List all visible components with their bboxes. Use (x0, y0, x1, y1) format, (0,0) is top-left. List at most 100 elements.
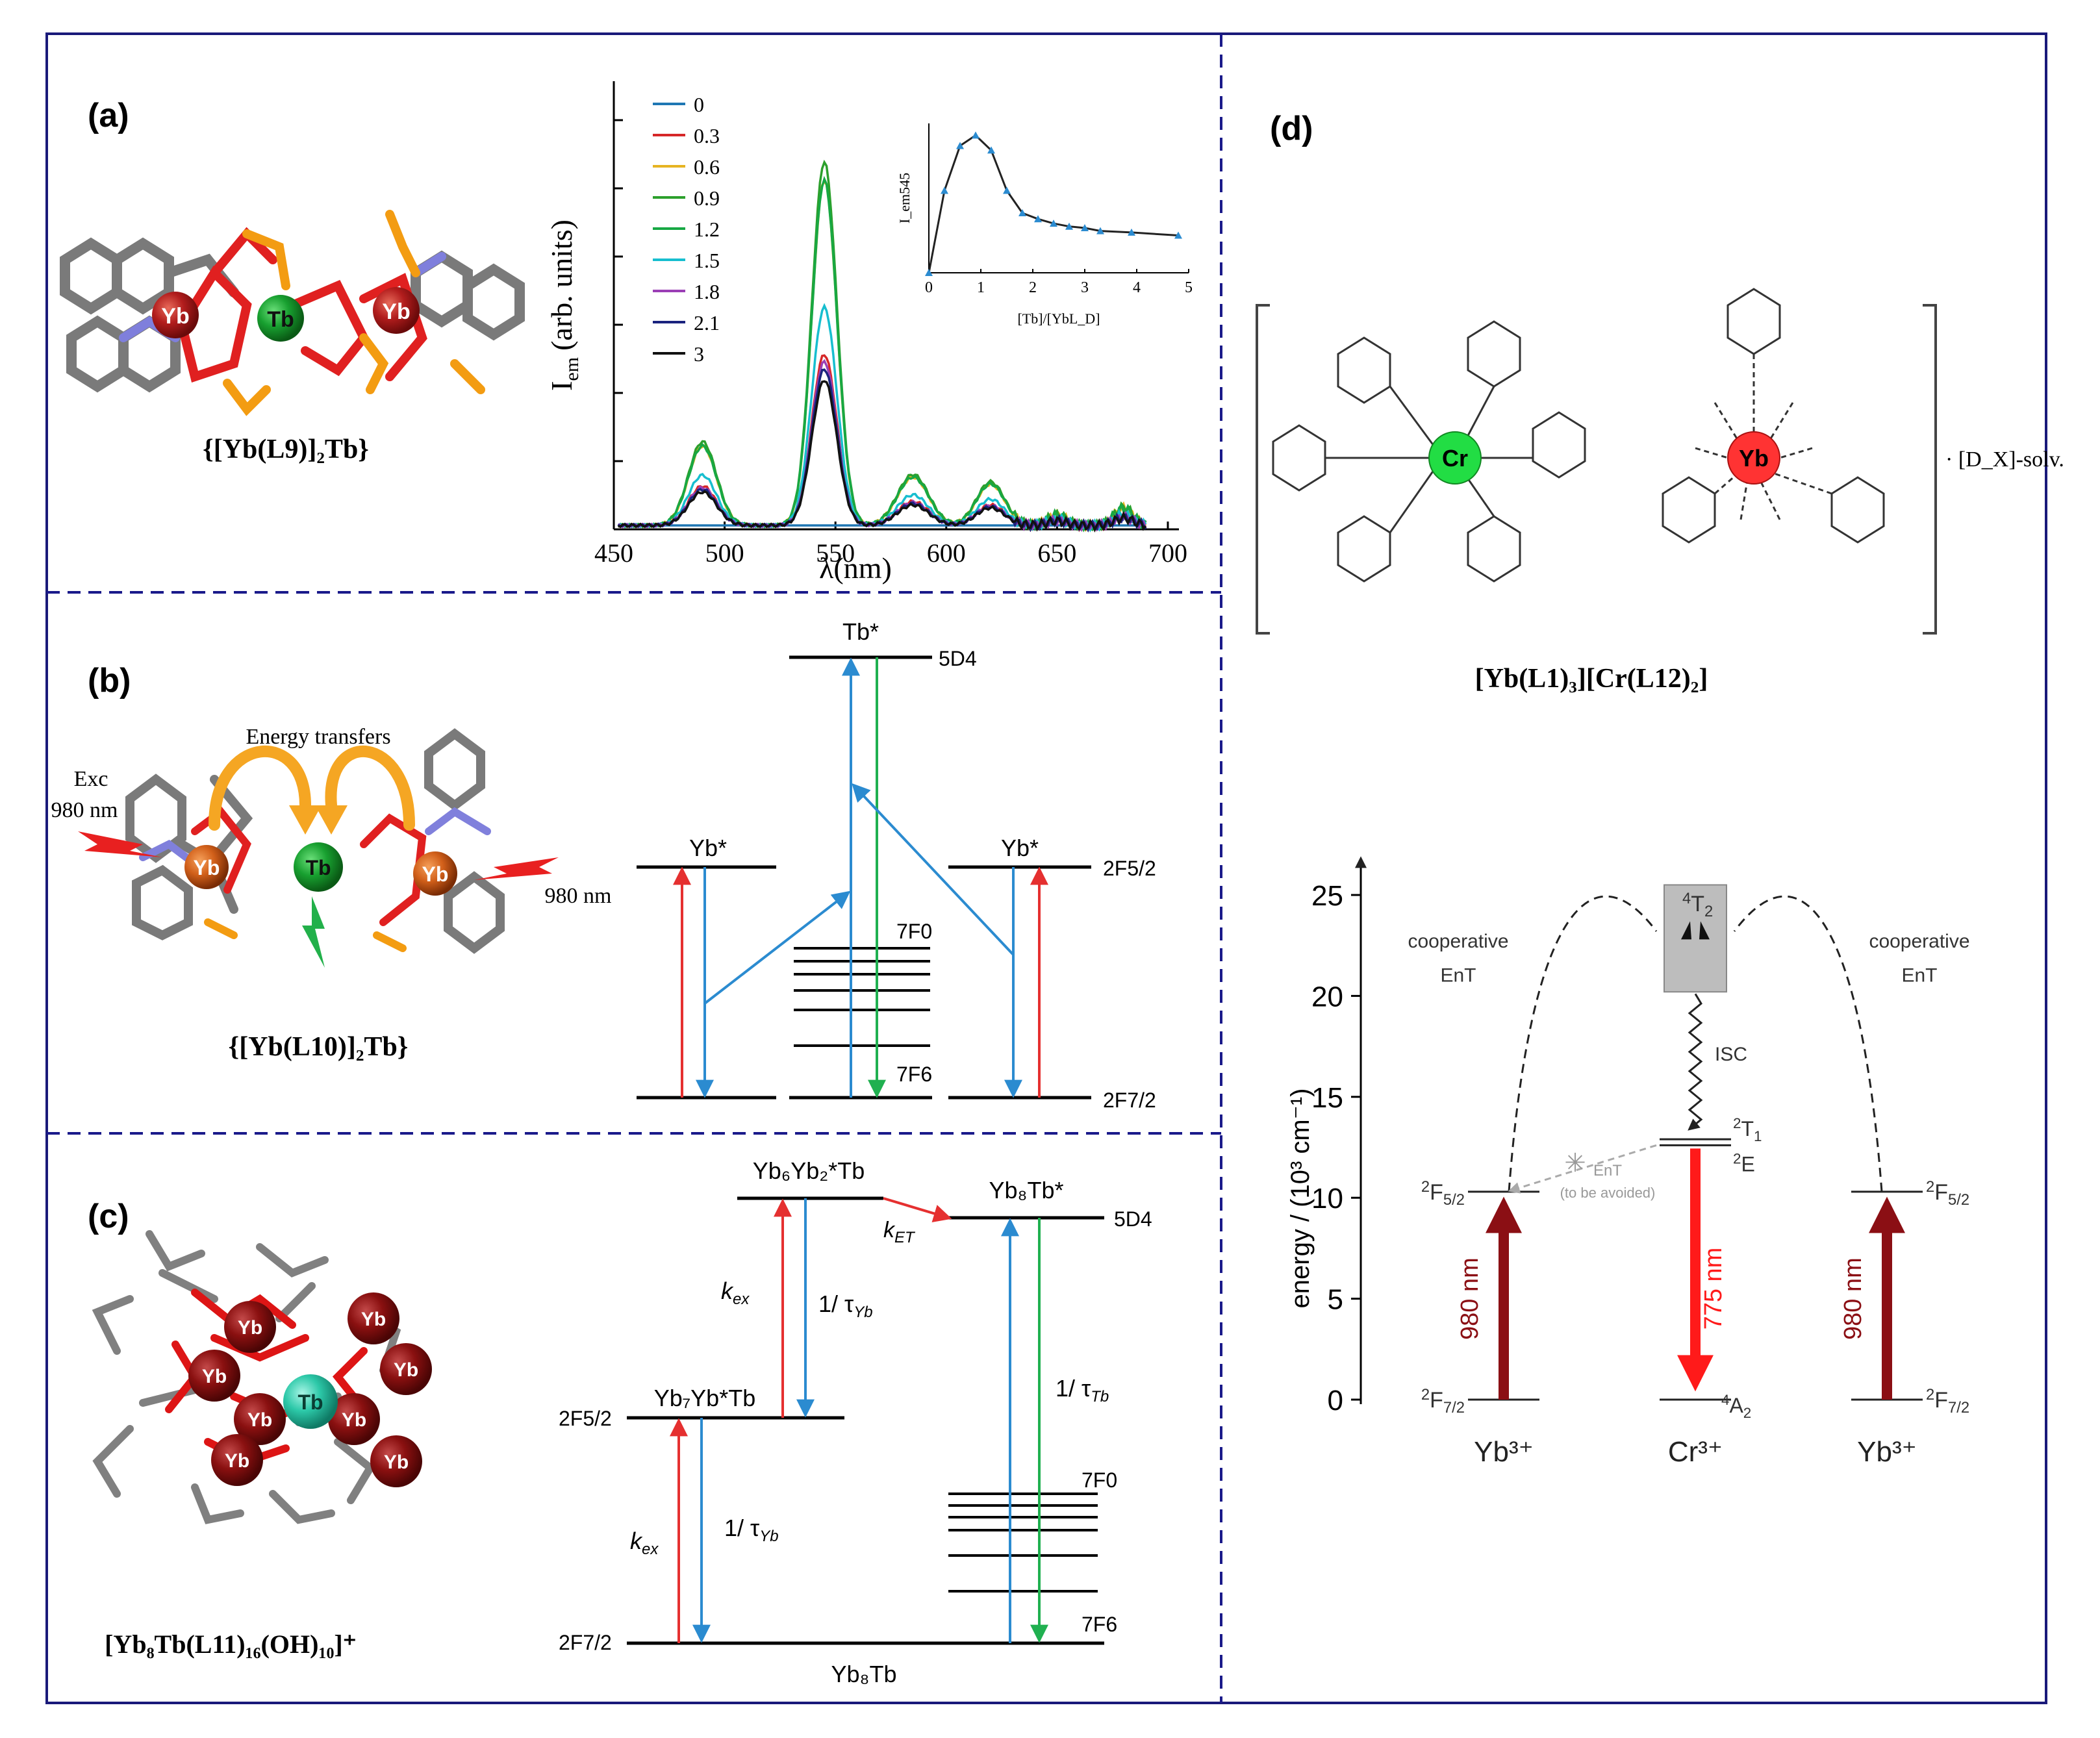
atom-c-tb-sphere (283, 1374, 338, 1429)
arrow-label-980nm: 980 nm (1840, 1257, 1867, 1340)
cooperative-label-right: cooperative (1869, 931, 1969, 952)
svg-text:kex: kex (630, 1528, 659, 1558)
molecule-a-caption: {[Yb(L9)]₂Tb} (203, 434, 369, 464)
bracket-left (1256, 304, 1270, 635)
yb-complex-structure (1662, 288, 1885, 544)
panel-b-label: (b) (88, 662, 131, 699)
chart-a-xtick-label: 450 (594, 538, 633, 568)
inset-point (1065, 222, 1073, 230)
svg-text:kex: kex (721, 1278, 750, 1308)
legend-label-1.8: 1.8 (694, 280, 720, 303)
kex-sub-lower: ex (642, 1541, 659, 1558)
chart-d-level-label: 2F7/2 (1926, 1386, 1969, 1417)
level-yb-star-right: Yb* (1001, 835, 1039, 861)
level-yb6yb2tb: Yb₆Yb₂*Tb (753, 1157, 865, 1184)
spectrum-series-3 (618, 380, 1147, 533)
level-2f72-b: 2F7/2 (1103, 1089, 1156, 1112)
chart-d-level-label: 2T1 (1733, 1115, 1762, 1144)
exc-nm-right: 980 nm (545, 884, 612, 908)
bracket-right (1923, 304, 1937, 635)
level-7f0-c: 7F0 (1082, 1468, 1117, 1492)
atom-tb-b: Tb (305, 856, 331, 879)
svg-text:1/ τYb: 1/ τYb (818, 1291, 873, 1321)
exc-nm-left: 980 nm (51, 798, 118, 822)
cr-atom-label: Cr (1442, 445, 1468, 472)
level-yb8tb-star: Yb₈Tb* (989, 1177, 1064, 1203)
inset-point (925, 269, 933, 276)
cr-complex-structure (1272, 320, 1586, 583)
chart-a-ylabel: I (545, 381, 578, 391)
chart-d-level-label: 2F5/2 (1926, 1178, 1969, 1209)
arrow-label-980nm: 980 nm (1456, 1257, 1484, 1340)
atom-c-yb-label: Yb (342, 1409, 366, 1431)
chart-d-ytick-label: 15 (1311, 1082, 1343, 1114)
atom-c-yb-label: Yb (238, 1317, 262, 1339)
inset-xtick-label: 5 (1185, 279, 1193, 296)
legend-label-1.2: 1.2 (694, 218, 720, 241)
atom-tb-a: Tb (267, 307, 294, 332)
atom-c-yb-sphere (328, 1393, 380, 1445)
complex-d-caption: [Yb(L1)₃][Cr(L12)₂] (1475, 664, 1708, 694)
inset-point (987, 146, 995, 154)
inset-point (1003, 186, 1011, 194)
outer-frame (45, 32, 2047, 1704)
ent-label-left: EnT (1440, 965, 1476, 987)
molecule-c-caption: [Yb₈Tb(L11)₁₆(OH)₁₀]⁺ (105, 1630, 357, 1659)
legend-label-3: 3 (694, 342, 704, 366)
atom-c-yb-sphere (234, 1393, 286, 1445)
chart-a-xtick-label: 550 (816, 538, 855, 568)
chart-a-ylabel-sub: em (561, 357, 583, 381)
chart-d-ytick-label: 0 (1328, 1385, 1343, 1417)
atom-c-yb-sphere (380, 1343, 432, 1395)
yb-atom-label: Yb (1739, 445, 1769, 472)
atom-yb-b2: Yb (422, 863, 449, 886)
chart-a-xtick-label: 500 (705, 538, 744, 568)
atom-b-yb1-sphere (184, 845, 229, 889)
chart-d-level-label: 4A2 (1721, 1392, 1751, 1421)
tau-yb-upper: 1/ τ (818, 1291, 854, 1317)
energy-diagram-c (627, 1196, 1104, 1645)
chart-d-ytick-label: 20 (1311, 981, 1343, 1013)
tau-tb: 1/ τ (1056, 1375, 1091, 1402)
atom-c-yb-label: Yb (394, 1359, 418, 1381)
tau-yb-sub-upper: Yb (854, 1304, 872, 1321)
energy-transfers-label: Energy transfers (246, 725, 390, 749)
level-7f6-b: 7F6 (896, 1063, 932, 1086)
legend-label-1.5: 1.5 (694, 249, 720, 272)
legend-label-0.3: 0.3 (694, 124, 720, 147)
svg-text:1/ τTb: 1/ τTb (1056, 1375, 1109, 1405)
kex-label-upper: k (721, 1278, 734, 1304)
triangle-icon (1699, 921, 1710, 940)
tau-yb-lower: 1/ τ (724, 1515, 759, 1541)
arrow-label-775nm: 775 nm (1700, 1248, 1727, 1330)
chart-d-ytick-label: 25 (1311, 880, 1343, 912)
atom-c-yb-label: Yb (384, 1452, 409, 1473)
panel-c: (c) (88, 1157, 1152, 1687)
spectrum-series-0.3 (617, 354, 1146, 533)
cr-center (1428, 431, 1482, 485)
molecule-a: Yb Tb Yb (60, 210, 525, 416)
legend-label-0: 0 (694, 93, 704, 116)
avoided-ent-arrow (1508, 1144, 1657, 1194)
asterisk-icon: ✳ (1564, 1149, 1586, 1178)
molecule-b (78, 728, 559, 968)
cooperative-label-left: cooperative (1408, 931, 1508, 952)
chart-d-ytick-label: 5 (1328, 1284, 1343, 1316)
panel-d-label: (d) (1270, 110, 1313, 147)
yb-center (1727, 431, 1780, 485)
panel-a: (a) (60, 81, 1193, 585)
inset-point (1096, 227, 1104, 234)
atom-yb-a1: Yb (161, 304, 189, 329)
level-tb-star: Tb* (842, 618, 879, 645)
level-7f0-b: 7F0 (896, 920, 932, 943)
inset-xtick-label: 3 (1081, 279, 1089, 296)
inset-xtick-label: 0 (925, 279, 933, 296)
atom-c-yb-sphere (348, 1292, 399, 1344)
exc-label: Exc (74, 767, 108, 791)
chart-d-level-label: 2F5/2 (1421, 1178, 1465, 1209)
tau-yb-sub-lower: Yb (759, 1528, 778, 1545)
inset-point (956, 142, 964, 149)
atom-yb-a2: Yb (382, 299, 410, 324)
ent-avoided-label: EnT (1593, 1162, 1622, 1179)
